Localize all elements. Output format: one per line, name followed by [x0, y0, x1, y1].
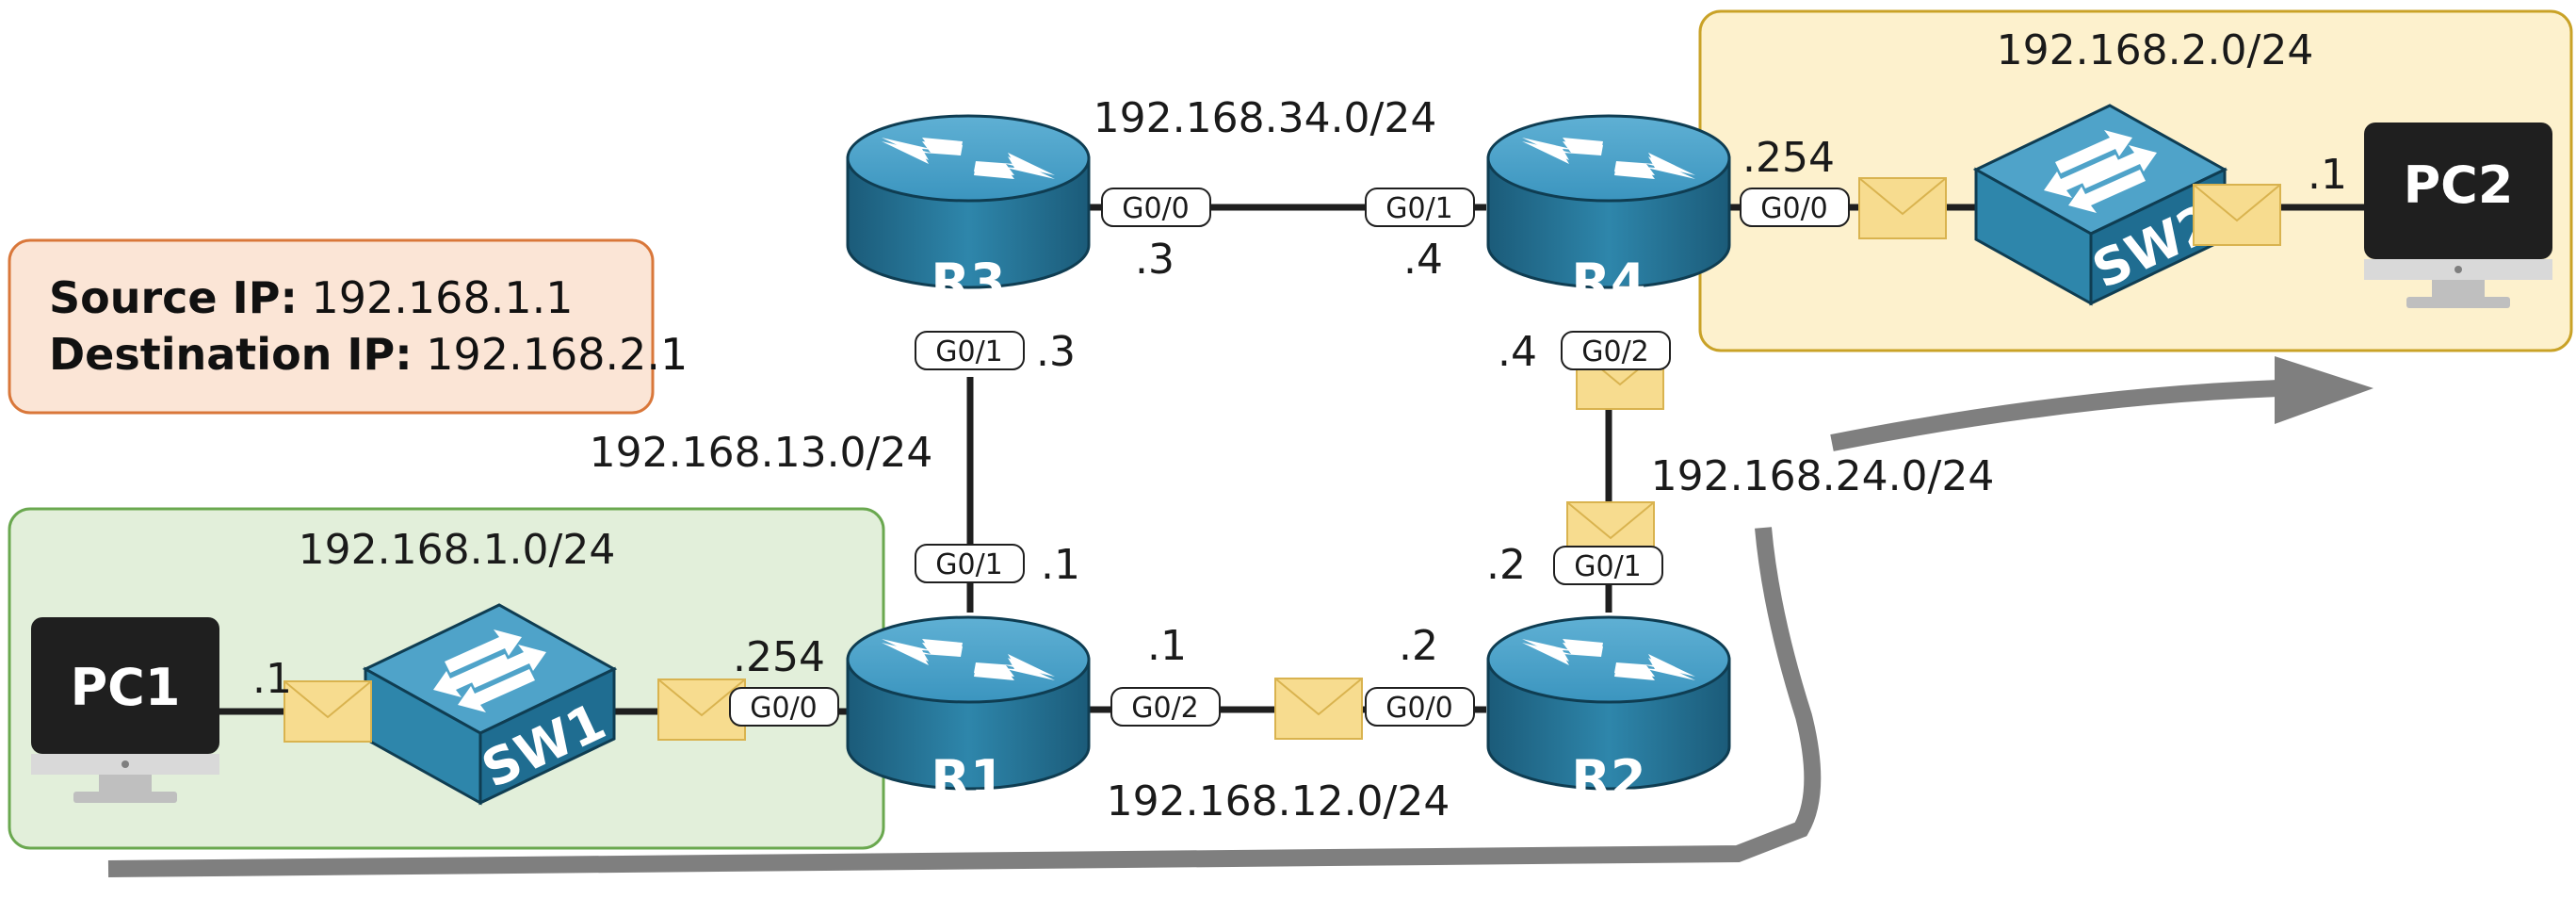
subnet-r1-r3: 192.168.13.0/24: [590, 429, 933, 477]
subnet-r2-r4: 192.168.24.0/24: [1651, 452, 1995, 500]
host-id-r3-r4: .3: [1135, 236, 1175, 284]
port-r4-g00: G0/0: [1740, 188, 1850, 227]
host-id-r4-r3: .4: [1403, 236, 1443, 284]
host-id-r2-r4: .2: [1486, 541, 1526, 589]
path-arrow-top: [1830, 380, 2280, 451]
host-id-r1-r2: .1: [1147, 622, 1187, 670]
svg-text:G0/0: G0/0: [750, 692, 818, 725]
packet-envelope: [1274, 678, 1363, 740]
host-id-r4-r2: .4: [1498, 328, 1537, 376]
svg-text:G0/0: G0/0: [1385, 692, 1453, 725]
r4-label: R4: [1571, 253, 1645, 312]
destination-ip-text: Destination IP: 192.168.2.1: [49, 329, 688, 380]
host-id-pc2: .1: [2308, 151, 2347, 199]
port-r3-g01: G0/1: [915, 331, 1025, 370]
r1-label: R1: [931, 749, 1005, 809]
subnet-lan1: 192.168.1.0/24: [299, 526, 616, 574]
info-box: [8, 238, 655, 415]
port-r4-g01: G0/1: [1365, 188, 1475, 227]
subnet-r1-r2: 192.168.12.0/24: [1107, 777, 1450, 825]
svg-text:G0/2: G0/2: [1131, 692, 1199, 725]
host-id-r3-r1: .3: [1036, 328, 1076, 376]
source-ip-text: Source IP: 192.168.1.1: [49, 272, 574, 323]
port-r3-g00: G0/0: [1101, 188, 1211, 227]
svg-text:G0/0: G0/0: [1122, 192, 1190, 225]
port-r2-g00: G0/0: [1365, 687, 1475, 727]
r2-label: R2: [1571, 749, 1645, 809]
packet-envelope: [2193, 184, 2281, 246]
port-r1-g01: G0/1: [915, 544, 1025, 583]
port-r4-g02: G0/2: [1561, 331, 1671, 370]
svg-text:G0/1: G0/1: [935, 548, 1003, 581]
svg-text:G0/1: G0/1: [935, 335, 1003, 368]
host-id-r1-lan: .254: [733, 633, 825, 681]
subnet-lan2: 192.168.2.0/24: [1997, 26, 2314, 74]
packet-envelope: [1858, 177, 1947, 239]
host-id-r4-lan: .254: [1742, 134, 1835, 182]
host-id-r1-r3: .1: [1041, 541, 1080, 589]
host-id-r2-r1: .2: [1399, 622, 1438, 670]
svg-text:G0/2: G0/2: [1581, 335, 1649, 368]
port-r2-g01: G0/1: [1553, 546, 1663, 585]
port-r1-g02: G0/2: [1110, 687, 1221, 727]
svg-text:G0/1: G0/1: [1574, 550, 1642, 583]
host-id-pc1: .1: [252, 655, 292, 703]
port-r1-g00: G0/0: [729, 687, 839, 727]
pc1-label: PC1: [71, 658, 181, 717]
pc2-label: PC2: [2404, 155, 2514, 215]
packet-envelope: [284, 680, 372, 743]
path-arrowhead: [2275, 356, 2373, 424]
svg-text:G0/1: G0/1: [1385, 192, 1453, 225]
r3-label: R3: [931, 253, 1005, 312]
path-arrow-bottom: [107, 527, 1822, 877]
subnet-r3-r4: 192.168.34.0/24: [1094, 94, 1437, 142]
svg-text:G0/0: G0/0: [1760, 192, 1828, 225]
